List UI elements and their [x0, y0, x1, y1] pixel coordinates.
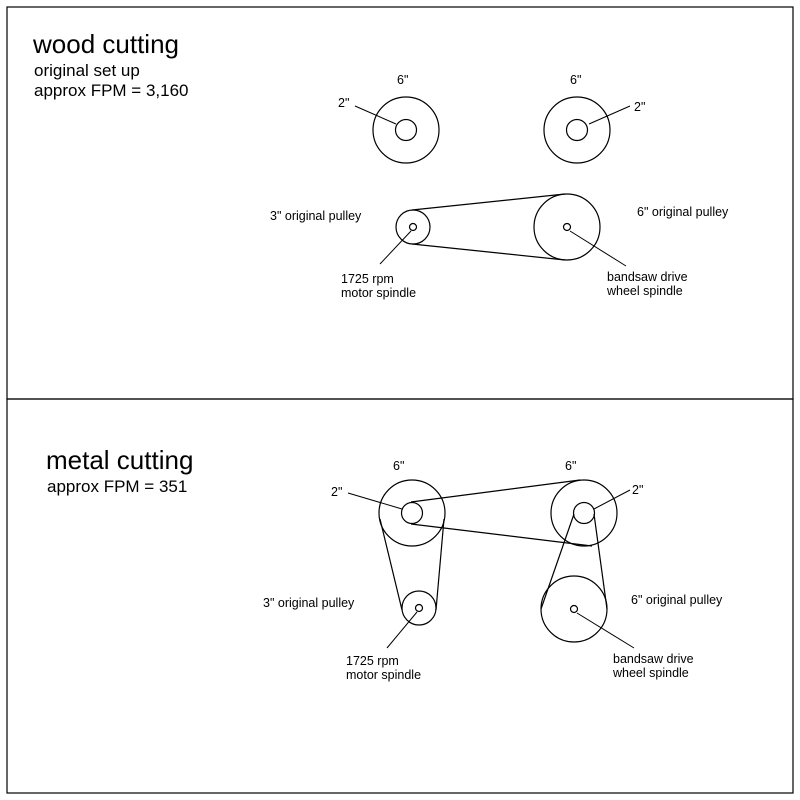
metal-right-2in-leader	[593, 489, 631, 510]
wood-motor-spindle	[408, 222, 418, 232]
wood-subtitle-fpm: approx FPM = 3,160	[34, 81, 189, 100]
metal-right-6in-label: 6"	[565, 459, 576, 473]
metal-drive-belt-left	[540, 513, 575, 610]
metal-left-2in-pulley	[400, 501, 424, 525]
metal-drive-spindle	[569, 604, 579, 614]
metal-motor-belt-left	[379, 518, 403, 611]
metal-motor-label-line2: motor spindle	[346, 668, 421, 682]
wood-motor-label-line2: motor spindle	[341, 286, 416, 300]
metal-subtitle-fpm: approx FPM = 351	[47, 477, 187, 496]
wood-left-2in-leader	[354, 105, 397, 125]
wood-subtitle-setup: original set up	[34, 61, 140, 80]
wood-drive-pulley-label: 6" original pulley	[637, 205, 729, 219]
metal-left-6in-pulley	[378, 479, 446, 547]
wood-drive-label-line2: wheel spindle	[606, 284, 683, 298]
metal-right-2in-label: 2"	[632, 483, 643, 497]
wood-motor-pulley-label: 3" original pulley	[270, 209, 362, 223]
wood-left-6in-pulley	[372, 96, 440, 164]
metal-jackshaft-belt-bottom	[410, 523, 593, 547]
metal-drive-pulley	[540, 575, 608, 643]
metal-title: metal cutting	[46, 445, 193, 475]
metal-left-6in-label: 6"	[393, 459, 404, 473]
metal-drive-label-line2: wheel spindle	[612, 666, 689, 680]
wood-right-2in-pulley	[565, 118, 589, 142]
wood-right-6in-label: 6"	[570, 73, 581, 87]
wood-belt-top	[411, 193, 566, 211]
metal-panel	[6, 398, 794, 794]
wood-motor-leader	[379, 230, 412, 265]
metal-left-2in-leader	[347, 492, 403, 510]
metal-drive-leader	[576, 612, 635, 649]
wood-left-6in-label: 6"	[397, 73, 408, 87]
wood-drive-pulley	[533, 193, 601, 261]
wood-drive-label-line1: bandsaw drive	[607, 270, 688, 284]
wood-drive-spindle	[562, 222, 572, 232]
wood-right-6in-pulley	[543, 96, 611, 164]
wood-left-2in-pulley	[394, 118, 418, 142]
metal-right-2in-pulley	[572, 501, 596, 525]
metal-motor-belt-right	[435, 518, 445, 611]
metal-motor-spindle	[414, 603, 424, 613]
wood-motor-label-line1: 1725 rpm	[341, 272, 394, 286]
wood-drive-leader	[569, 230, 627, 267]
wood-right-2in-leader	[588, 105, 631, 125]
wood-motor-pulley	[395, 209, 431, 245]
wood-right-2in-label: 2"	[634, 100, 645, 114]
metal-motor-label-line1: 1725 rpm	[346, 654, 399, 668]
wood-left-2in-label: 2"	[338, 96, 349, 110]
wood-title: wood cutting	[32, 29, 179, 59]
metal-motor-pulley	[401, 590, 437, 626]
metal-motor-pulley-label: 3" original pulley	[263, 596, 355, 610]
wood-belt-bottom	[411, 243, 566, 261]
metal-left-2in-label: 2"	[331, 485, 342, 499]
metal-drive-label-line1: bandsaw drive	[613, 652, 694, 666]
metal-right-6in-pulley	[550, 479, 618, 547]
metal-drive-pulley-label: 6" original pulley	[631, 593, 723, 607]
metal-jackshaft-belt-top	[410, 479, 581, 503]
metal-drive-belt-right	[593, 513, 608, 610]
metal-motor-leader	[386, 611, 418, 649]
